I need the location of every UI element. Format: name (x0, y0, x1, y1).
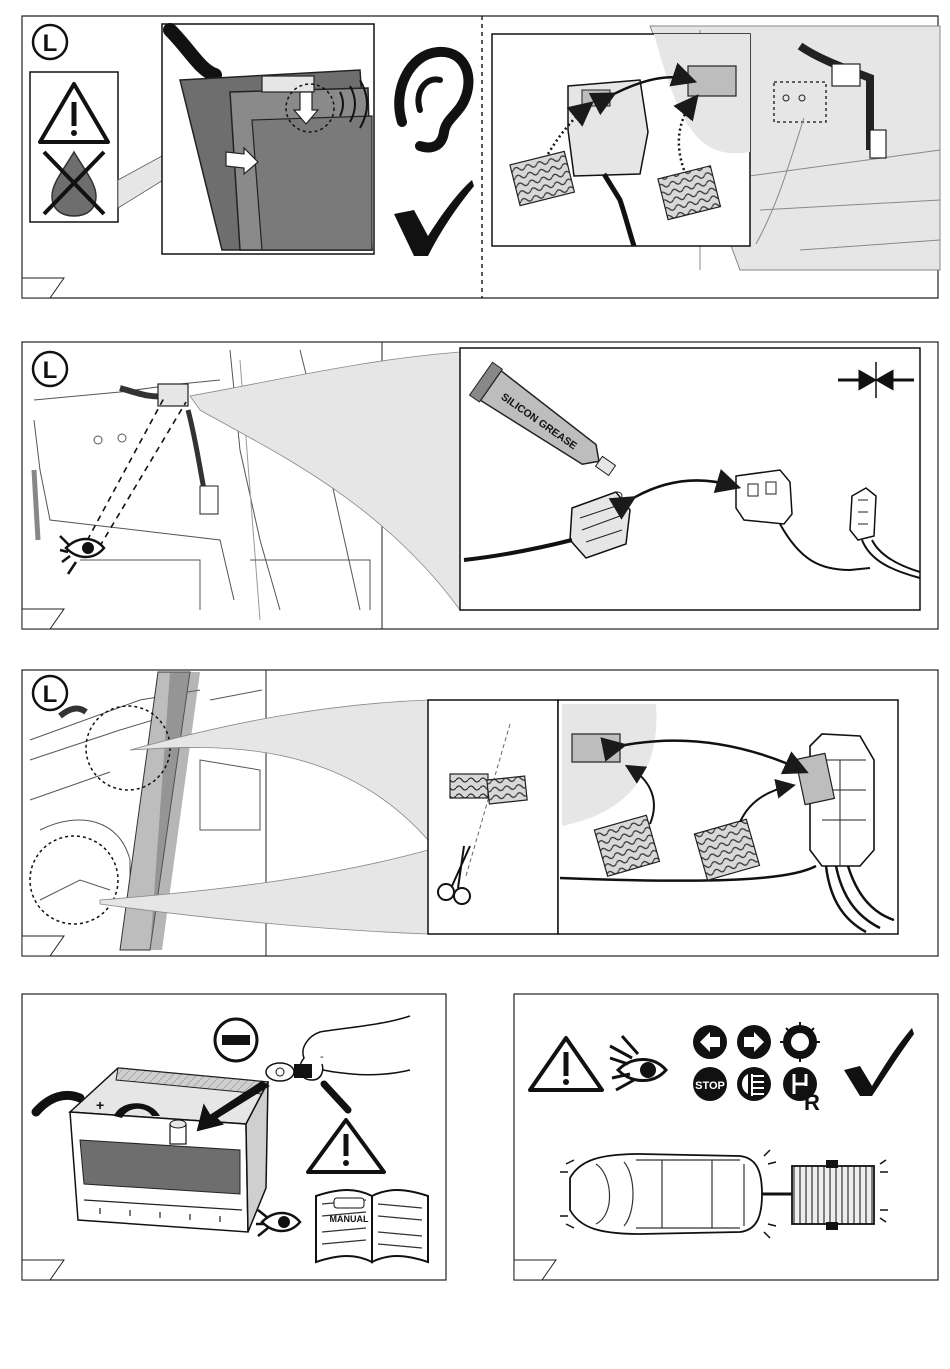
grease-connect-detail: SILICON GREASE (460, 348, 920, 610)
step-3-corner-tab (22, 936, 64, 956)
eye-icon (610, 1036, 666, 1090)
left-indicator-icon (693, 1025, 727, 1059)
step-5-corner-tab (514, 1260, 556, 1280)
zoom-wedge-2 (190, 352, 460, 610)
step-2-panel: L (22, 342, 938, 629)
plug-socket-illustration (492, 26, 940, 270)
eye-icon (256, 1210, 300, 1236)
warning-no-oil-box (30, 72, 118, 222)
step-2-corner-tab (22, 609, 64, 629)
warning-triangle-icon (530, 1038, 602, 1090)
manual-book-icon: MANUAL (316, 1190, 428, 1262)
step-5-panel: STOP R (514, 994, 938, 1280)
step-3-panel: L (22, 670, 938, 956)
minus-terminal-icon (215, 1019, 257, 1061)
side-marker-label: L (43, 357, 58, 384)
terminal-mark-label: - (320, 1051, 324, 1063)
hand-holding-terminal: - (266, 1016, 410, 1110)
battery-plus-label: + (96, 1097, 104, 1113)
battery-illustration: + (36, 1068, 268, 1232)
check-mark-icon (394, 180, 474, 256)
right-indicator-icon (737, 1025, 771, 1059)
check-mark-icon (844, 1028, 914, 1096)
step-1-corner-tab (22, 278, 64, 298)
step-4-panel: + - (22, 994, 446, 1280)
stop-icon: STOP (693, 1067, 727, 1101)
reverse-gear-icon: R (783, 1067, 820, 1115)
fog-light-icon (737, 1067, 771, 1101)
trailer-icon (792, 1160, 888, 1230)
stop-label: STOP (695, 1080, 725, 1092)
step-1-panel: L (22, 16, 940, 298)
side-marker-label: L (43, 681, 58, 708)
warning-triangle-icon (308, 1120, 384, 1172)
side-marker-badge-3: L (33, 676, 67, 710)
car-icon (560, 1150, 776, 1238)
side-marker-badge-2: L (33, 352, 67, 386)
step-4-corner-tab (22, 1260, 64, 1280)
reverse-label: R (804, 1090, 820, 1115)
module-release-illustration (162, 24, 374, 254)
cut-pads-detail (428, 700, 558, 934)
mount-module-detail (558, 700, 898, 934)
manual-label: MANUAL (330, 1214, 369, 1224)
side-marker-label: L (43, 30, 58, 57)
light-bulb-icon (780, 1022, 820, 1062)
eye-icon (60, 536, 104, 574)
side-marker-badge-1: L (33, 25, 67, 59)
ear-icon (399, 52, 468, 148)
